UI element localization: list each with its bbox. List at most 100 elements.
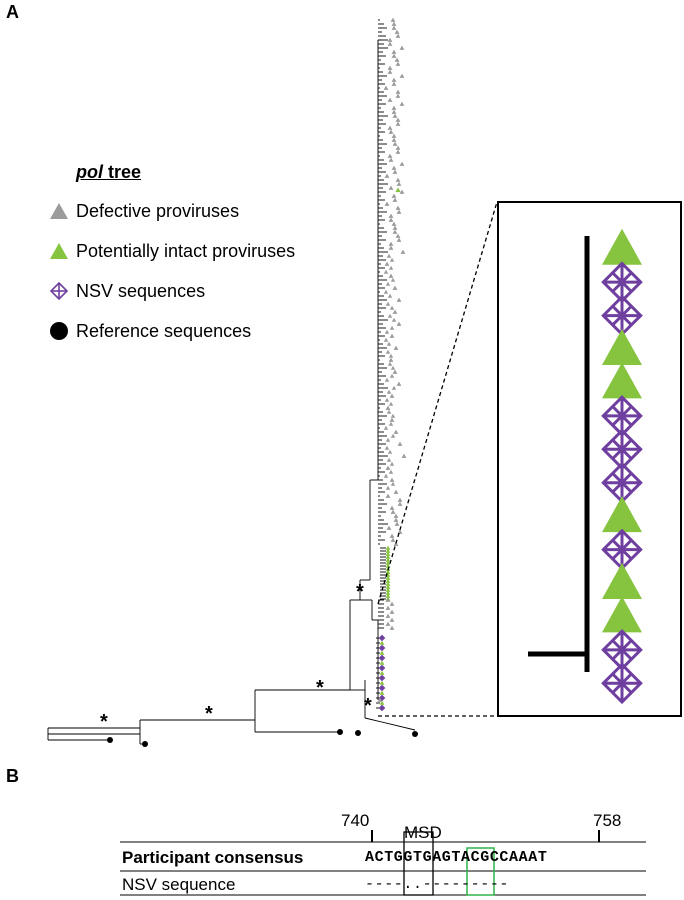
position-start: 740: [341, 811, 370, 830]
legend-title-gene: pol: [76, 162, 103, 182]
tip-triangle: [396, 297, 402, 302]
tip-triangle: [399, 45, 405, 50]
tip-triangle: [386, 457, 392, 462]
tip-triangle: [389, 417, 395, 422]
legend-label: Potentially intact proviruses: [76, 240, 296, 261]
tip-triangle: [399, 101, 405, 106]
tip-triangle: [379, 690, 385, 695]
tip-triangle: [385, 548, 391, 553]
tip-triangle: [394, 29, 400, 34]
legend-label: NSV sequences: [76, 280, 206, 301]
tip-triangle: [393, 345, 399, 350]
tip-triangle: [385, 551, 391, 556]
tip-triangle: [602, 596, 642, 633]
tip-triangle: [394, 521, 400, 526]
tip-diamond: [378, 664, 386, 672]
tip-triangle: [393, 489, 399, 494]
tip-triangle: [385, 575, 391, 580]
tip-triangle: [399, 189, 405, 194]
panel-a-label: A: [6, 2, 19, 22]
tip-triangle: [389, 533, 395, 538]
tip-triangle: [389, 461, 395, 466]
tip-triangle: [389, 625, 395, 630]
tip-triangle: [389, 305, 395, 310]
tip-triangle: [602, 228, 642, 265]
tip-triangle: [392, 113, 398, 118]
tip-diamond: [378, 634, 386, 642]
tip-triangle: [401, 453, 407, 458]
tip-triangle: [395, 93, 401, 98]
reference-dot: [107, 737, 113, 743]
tip-triangle: [396, 321, 402, 326]
nsv-label: NSV sequence: [122, 875, 236, 894]
legend-item-nsv: NSV sequences: [48, 279, 295, 303]
phylogenetic-tree: *****: [47, 17, 682, 747]
tip-triangle: [392, 169, 398, 174]
tip-triangle: [399, 161, 405, 166]
tip-triangle: [391, 77, 397, 82]
legend-title: pol tree: [76, 162, 295, 183]
tip-triangle: [390, 365, 396, 370]
tip-triangle: [392, 285, 398, 290]
tip-triangle: [388, 157, 394, 162]
tip-triangle: [385, 437, 391, 442]
tip-triangle: [393, 513, 399, 518]
tip-triangle: [385, 465, 391, 470]
tip-diamond: [378, 644, 386, 652]
tip-triangle: [389, 477, 395, 482]
consensus-label: Participant consensus: [122, 848, 304, 867]
tip-triangle: [392, 225, 398, 230]
tip-triangle: [394, 57, 400, 62]
tip-triangle: [389, 333, 395, 338]
tip-triangle: [387, 37, 393, 42]
tip-triangle: [397, 497, 403, 502]
tip-triangle: [391, 193, 397, 198]
tip-triangle: [391, 105, 397, 110]
tip-triangle: [388, 129, 394, 134]
tip-triangle: [385, 621, 391, 626]
alignment-grid: [120, 830, 646, 896]
tip-triangle: [385, 281, 391, 286]
tip-triangle: [391, 21, 397, 26]
tip-triangle: [383, 289, 389, 294]
bootstrap-star: *: [316, 677, 324, 699]
tip-triangle: [383, 425, 389, 430]
tip-triangle: [602, 329, 642, 365]
tip-triangle: [395, 145, 401, 150]
triangle-icon: [50, 243, 68, 259]
tip-triangle: [397, 441, 403, 446]
circle-icon: [50, 322, 68, 340]
tip-triangle: [391, 317, 397, 322]
bootstrap-star: *: [356, 581, 364, 603]
tip-triangle: [386, 525, 392, 530]
tip-triangle: [395, 233, 401, 238]
tip-triangle: [385, 569, 391, 574]
msd-box: [403, 831, 434, 896]
tip-triangle: [383, 473, 389, 478]
tip-triangle: [387, 361, 393, 366]
tip-triangle: [388, 421, 394, 426]
tip-triangle: [384, 173, 390, 178]
tip-triangle: [602, 362, 642, 399]
tip-triangle: [391, 133, 397, 138]
consensus-sequence: ACTGGTGAGTACGCCAAAT: [365, 849, 548, 866]
tip-triangle: [390, 509, 396, 514]
tip-triangle: [387, 69, 393, 74]
tip-triangle: [396, 181, 402, 186]
tip-triangle: [384, 261, 390, 266]
tip-triangle: [385, 554, 391, 559]
tip-triangle: [385, 405, 391, 410]
tip-triangle: [399, 73, 405, 78]
position-end: 758: [593, 811, 622, 830]
tip-triangle: [389, 257, 395, 262]
tip-triangle: [384, 397, 390, 402]
tip-triangle: [383, 269, 389, 274]
tip-triangle: [393, 517, 399, 522]
tip-triangle: [389, 601, 395, 606]
msd-label: MSD: [404, 823, 442, 842]
tip-triangle: [387, 65, 393, 70]
tip-triangle: [385, 605, 391, 610]
tip-diamond: [601, 428, 643, 471]
tip-triangle: [379, 670, 385, 675]
panel-b-label: B: [6, 766, 19, 786]
